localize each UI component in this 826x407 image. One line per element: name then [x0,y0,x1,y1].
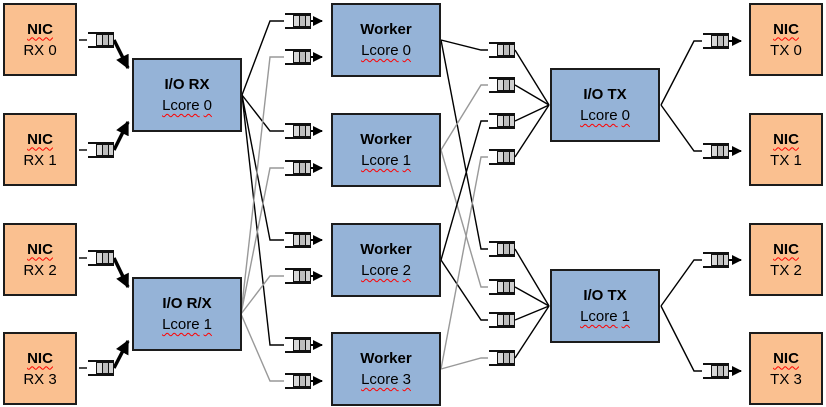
io-tx-title: I/O TX [583,287,627,304]
queue-icon [703,252,729,268]
lcore-number: 3 [402,371,411,388]
nic-title: NIC [773,20,799,38]
queue-icon [88,250,114,266]
nic-port-label: RX 2 [23,261,57,279]
lcore-word: Lcore [580,107,618,124]
lcore-number: 1 [203,316,212,333]
nic-tx-3-box: NIC TX 3 [749,332,823,405]
lcore-word: Lcore [580,308,618,325]
nic-tx-0-box: NIC TX 0 [749,3,823,76]
iotx-fanout-lines [660,40,702,372]
queue-icon [489,77,515,93]
tx-queue-to-nic-arrows [729,36,742,376]
queue-icon [285,160,311,176]
nic-port-label: RX 1 [23,151,57,169]
queue-icon [88,32,114,48]
worker-title: Worker [360,131,412,148]
queue-icon [88,142,114,158]
iorx1-fanout-lines [240,56,284,382]
nic-port-label: TX 1 [770,151,802,169]
nic-port-label: RX 3 [23,370,57,388]
queue-icon [703,33,729,49]
worker-title: Worker [360,350,412,367]
queue-icon [489,312,515,328]
lcore-word: Lcore [162,97,200,114]
lcore-number: 0 [402,42,411,59]
lcore-number: 1 [621,308,630,325]
nic-rx-queue-stubs [79,39,87,369]
worker-output-lines [440,39,488,370]
queue-icon [489,241,515,257]
queue-icon [285,49,311,65]
queue-icon [489,113,515,129]
queue-icon [88,360,114,376]
nic-title: NIC [27,349,53,367]
nic-rx-1-box: NIC RX 1 [3,113,77,186]
nic-title: NIC [27,130,53,148]
lcore-number: 0 [621,107,630,124]
queue-icon [285,337,311,353]
nic-port-label: TX 3 [770,370,802,388]
lcore-number: 1 [402,152,411,169]
nic-tx-1-box: NIC TX 1 [749,113,823,186]
lcore-word: Lcore [361,371,399,388]
queue-icon [285,123,311,139]
io-tx-title: I/O TX [583,86,627,103]
io-rx-title: I/O RX [164,76,210,93]
nic-title: NIC [773,130,799,148]
nic-rx-0-box: NIC RX 0 [3,3,77,76]
nic-port-label: TX 2 [770,261,802,279]
nic-rx-3-box: NIC RX 3 [3,332,77,405]
nic-title: NIC [27,240,53,258]
queue-icon [489,350,515,366]
rx-queue-to-iorx-arrows [112,39,130,369]
queue-icon [703,143,729,159]
lcore-word: Lcore [361,262,399,279]
iorx0-fanout-lines [241,20,284,346]
worker-input-arrows [311,16,323,386]
nic-title: NIC [773,349,799,367]
lcore-number: 0 [203,97,212,114]
nic-title: NIC [27,20,53,38]
lcore-word: Lcore [361,42,399,59]
queue-icon [703,363,729,379]
queue-icon [285,373,311,389]
worker-title: Worker [360,241,412,258]
worker-title: Worker [360,21,412,38]
queue-icon [285,232,311,248]
nic-title: NIC [773,240,799,258]
queue-icon [489,149,515,165]
io-rx-title: I/O R/X [162,295,212,312]
nic-tx-2-box: NIC TX 2 [749,223,823,296]
nic-port-label: TX 0 [770,41,802,59]
lcore-number: 2 [402,262,411,279]
queue-icon [285,13,311,29]
nic-port-label: RX 0 [23,41,57,59]
lcore-word: Lcore [361,152,399,169]
queue-icon [285,268,311,284]
nic-rx-2-box: NIC RX 2 [3,223,77,296]
lcore-word: Lcore [162,316,200,333]
queue-to-iotx-fanin-lines [514,49,550,359]
queue-icon [489,42,515,58]
queue-icon [489,279,515,295]
